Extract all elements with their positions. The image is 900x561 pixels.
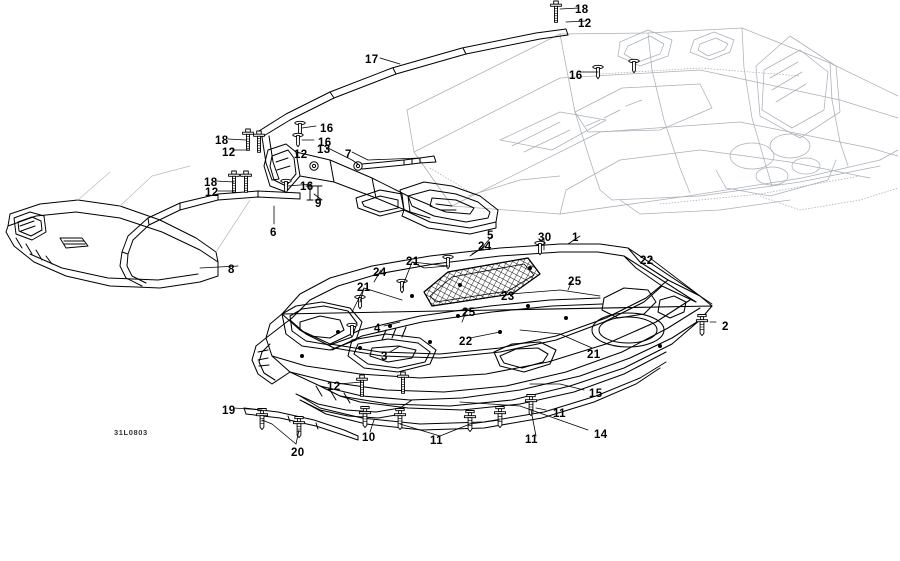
callout-1: 1 [572,232,579,244]
callout-15: 15 [589,388,603,400]
callout-10: 10 [362,432,376,444]
callout-12-c: 12 [205,187,219,199]
callout-19: 19 [222,405,236,417]
callout-24-a: 24 [478,241,492,253]
callout-12-d: 12 [327,381,341,393]
callout-23: 23 [501,291,515,303]
callout-4: 4 [374,323,381,335]
callout-12-b: 12 [294,149,308,161]
callout-25-a: 25 [568,276,582,288]
callout-22-a: 22 [640,255,654,267]
callout-30: 30 [538,232,552,244]
callout-11-b: 11 [525,434,538,446]
callout-18-a: 18 [215,135,229,147]
callout-16-b: 16 [318,137,332,149]
callout-20: 20 [291,447,305,459]
diagram-code: 31L0803 [114,428,148,437]
callout-14: 14 [594,429,608,441]
callout-17: 17 [365,54,379,66]
callout-11-c: 11 [553,408,566,420]
callout-12-a: 12 [222,147,236,159]
callout-6: 6 [270,227,277,239]
callout-2: 2 [722,321,729,333]
callout-18-c: 18 [575,4,589,16]
callout-21-a: 21 [406,256,420,268]
callout-24-b: 24 [373,267,387,279]
callout-8: 8 [228,264,235,276]
callout-16-a: 16 [320,123,334,135]
callout-16-d: 16 [569,70,583,82]
callout-21-b: 21 [357,282,371,294]
callout-3: 3 [381,351,388,363]
callout-12-e: 12 [578,18,592,30]
callout-11-a: 11 [430,435,443,447]
callout-13: 13 [317,144,331,156]
callout-22-b: 22 [459,336,473,348]
callout-5: 5 [487,230,494,242]
callout-7: 7 [345,149,352,161]
callout-21-c: 21 [587,349,601,361]
callout-25-b: 25 [462,307,476,319]
callout-18-b: 18 [204,177,218,189]
callout-9: 9 [315,198,322,210]
callout-16-c: 16 [300,181,314,193]
